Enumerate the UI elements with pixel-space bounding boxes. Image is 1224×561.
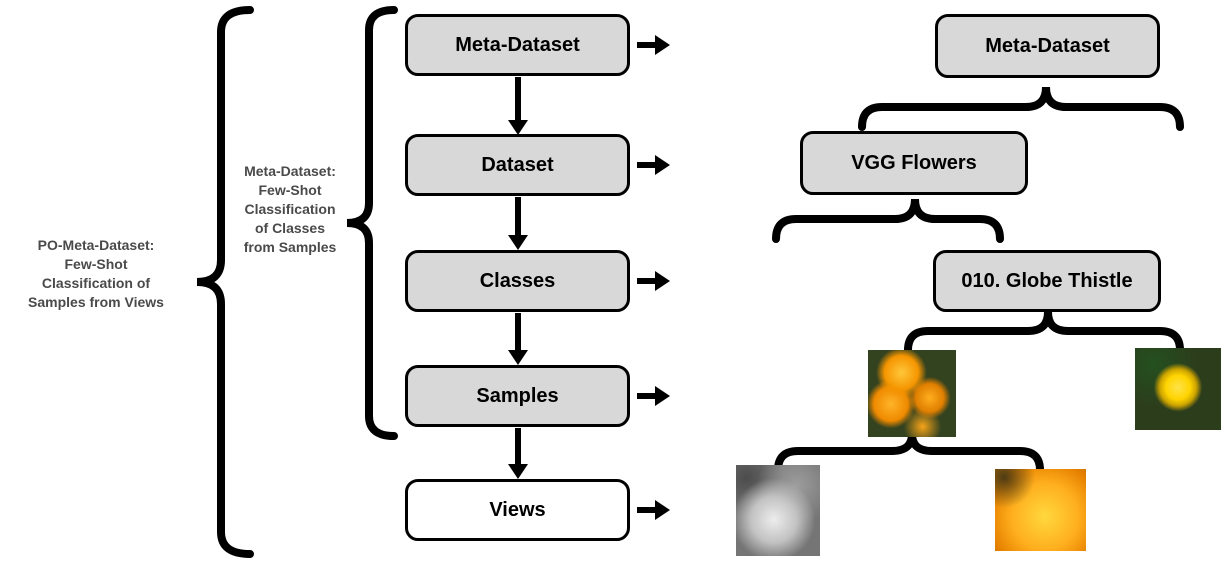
arrowhead	[508, 120, 528, 135]
flow-box-meta-dataset: Meta-Dataset	[405, 14, 630, 76]
example-box-globe-thistle: 010. Globe Thistle	[933, 250, 1161, 312]
meta-dataset-label: Meta-Dataset: Few-Shot Classification of…	[228, 162, 352, 256]
inner-curly-brace	[346, 6, 398, 440]
example-box-vgg-flowers: VGG Flowers	[800, 131, 1028, 195]
flow-box-samples: Samples	[405, 365, 630, 427]
arrowhead	[655, 155, 670, 175]
vgg-flowers-expansion-brace	[772, 198, 1004, 243]
label-line: from Samples	[243, 238, 337, 255]
down-arrow-icon	[508, 313, 528, 365]
flow-box-classes: Classes	[405, 250, 630, 312]
marigold-cluster-photo	[868, 350, 956, 437]
down-arrow-icon	[508, 428, 528, 479]
grayscale-flower-view-photo	[736, 465, 820, 556]
label-line: Few-Shot	[258, 181, 322, 198]
right-arrow-icon	[637, 271, 670, 291]
flow-box-views: Views	[405, 479, 630, 541]
orange-flower-closeup-view-photo	[995, 469, 1086, 551]
label-line: Few-Shot	[64, 255, 128, 272]
flow-box-dataset: Dataset	[405, 134, 630, 196]
label-line: PO-Meta-Dataset:	[37, 237, 155, 253]
label-line: Classification of	[41, 274, 151, 291]
right-arrow-icon	[637, 500, 670, 520]
meta-dataset-expansion-brace	[858, 86, 1184, 131]
label-line: Meta-Dataset:	[244, 163, 336, 179]
arrowhead	[655, 500, 670, 520]
label-line: Samples from Views	[28, 293, 164, 310]
po-meta-dataset-label: PO-Meta-Dataset: Few-Shot Classification…	[0, 236, 192, 312]
down-arrow-icon	[508, 77, 528, 135]
arrowhead	[655, 35, 670, 55]
globe-thistle-expansion-brace	[904, 311, 1184, 354]
arrowhead	[508, 464, 528, 479]
label-line: Classification	[244, 200, 336, 217]
arrowhead	[655, 271, 670, 291]
arrowhead	[655, 386, 670, 406]
example-box-meta-dataset: Meta-Dataset	[935, 14, 1160, 78]
down-arrow-icon	[508, 197, 528, 250]
right-arrow-icon	[637, 386, 670, 406]
right-arrow-icon	[637, 35, 670, 55]
outer-curly-brace	[196, 6, 254, 558]
arrowhead	[508, 350, 528, 365]
yellow-flower-photo	[1135, 348, 1221, 430]
label-line: of Classes	[254, 219, 326, 236]
arrowhead	[508, 235, 528, 250]
right-arrow-icon	[637, 155, 670, 175]
